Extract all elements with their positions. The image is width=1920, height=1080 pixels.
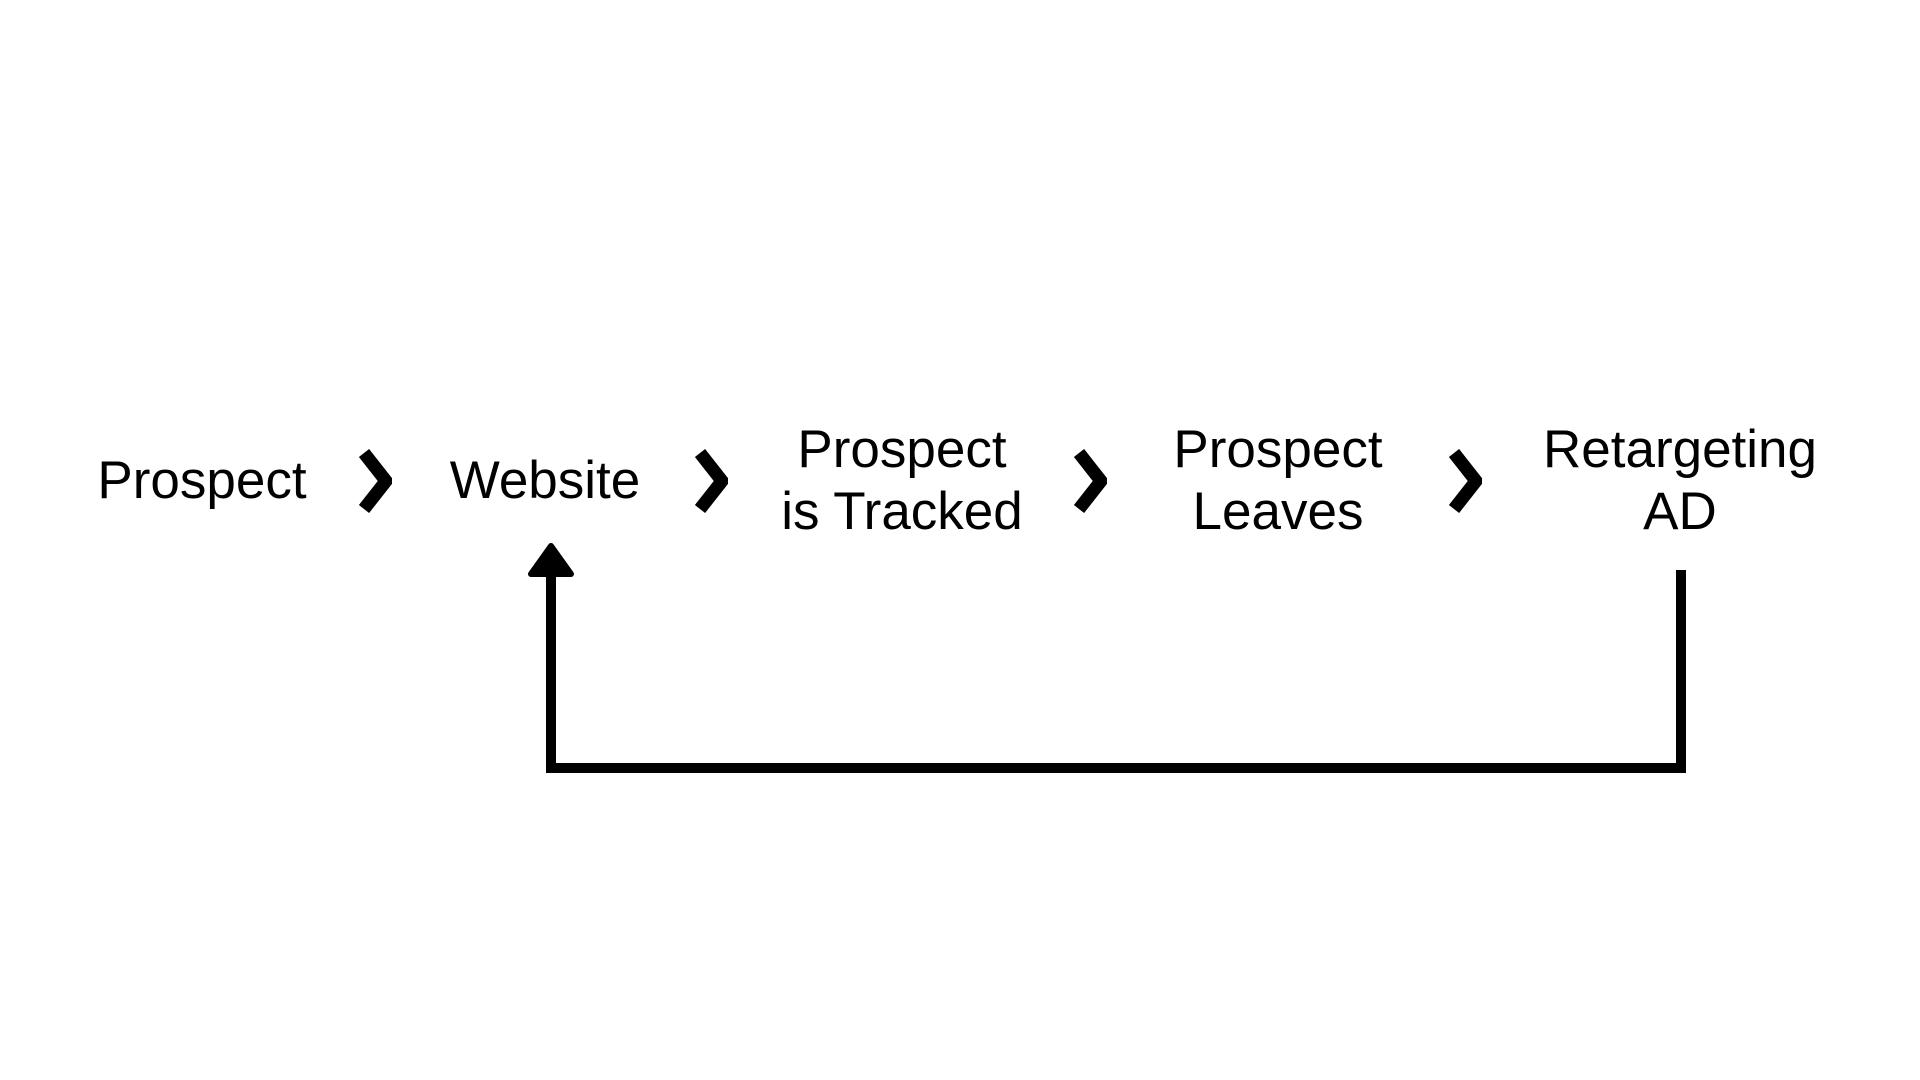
arrowhead-up-icon	[528, 543, 574, 577]
flow-node-retargeting-ad: Retargeting AD	[1542, 420, 1818, 541]
chevron-right-icon	[1073, 449, 1107, 513]
chevron-right-icon	[1448, 449, 1482, 513]
flow-node-prospect-is-tracked: Prospect is Tracked	[781, 420, 1023, 541]
flow-node-prospect-leaves: Prospect Leaves	[1173, 420, 1383, 541]
flow-node-prospect: Prospect	[97, 451, 307, 510]
chevron-right-icon	[358, 449, 392, 513]
chevron-right-icon	[694, 449, 728, 513]
flow-node-website: Website	[449, 451, 641, 510]
